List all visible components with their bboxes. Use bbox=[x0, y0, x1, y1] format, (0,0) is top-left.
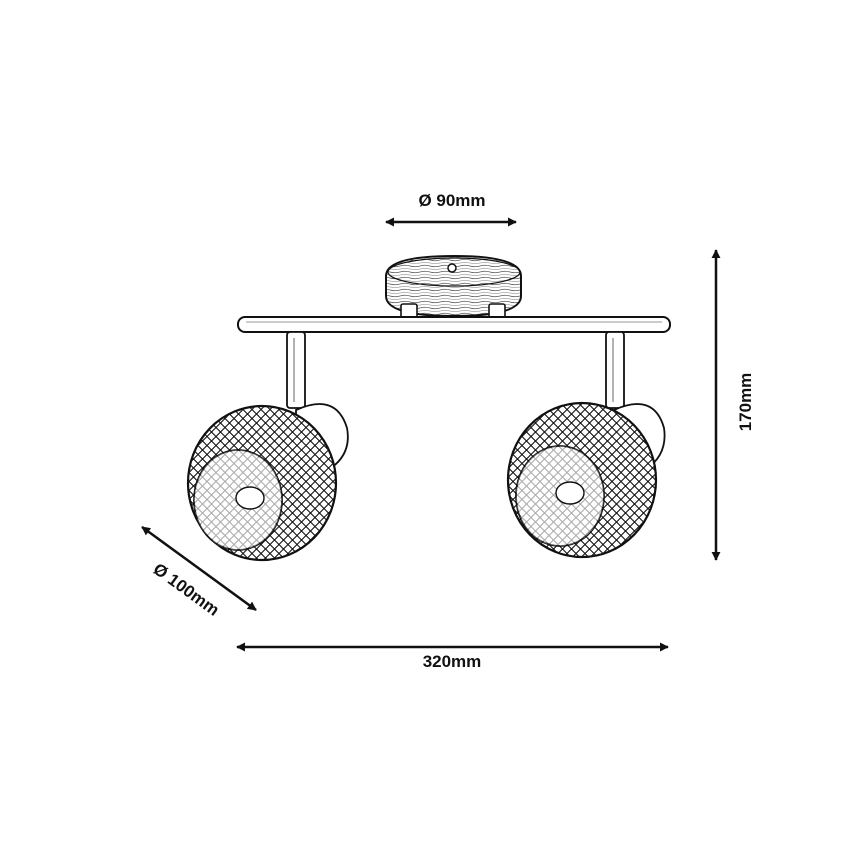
dim-label-width: 320mm bbox=[423, 652, 482, 671]
spotlight-left bbox=[186, 331, 349, 562]
dimension-width: 320mm bbox=[236, 642, 669, 671]
dim-arrow-shade bbox=[141, 525, 257, 612]
dimension-height: 170mm bbox=[711, 249, 755, 561]
bulb-left bbox=[235, 486, 265, 510]
spotlight-right bbox=[506, 331, 666, 559]
base-screw-icon bbox=[447, 263, 457, 273]
bulb-right bbox=[555, 481, 585, 505]
dim-label-shade-diameter: Ø 100mm bbox=[150, 559, 223, 619]
dim-label-height: 170mm bbox=[736, 373, 755, 432]
mounting-bar bbox=[237, 316, 671, 333]
spot-arm-left bbox=[286, 331, 306, 409]
dim-label-base-diameter: Ø 90mm bbox=[418, 191, 485, 210]
spot-arm-right bbox=[605, 331, 625, 409]
dimension-base-diameter: Ø 90mm bbox=[385, 191, 517, 227]
